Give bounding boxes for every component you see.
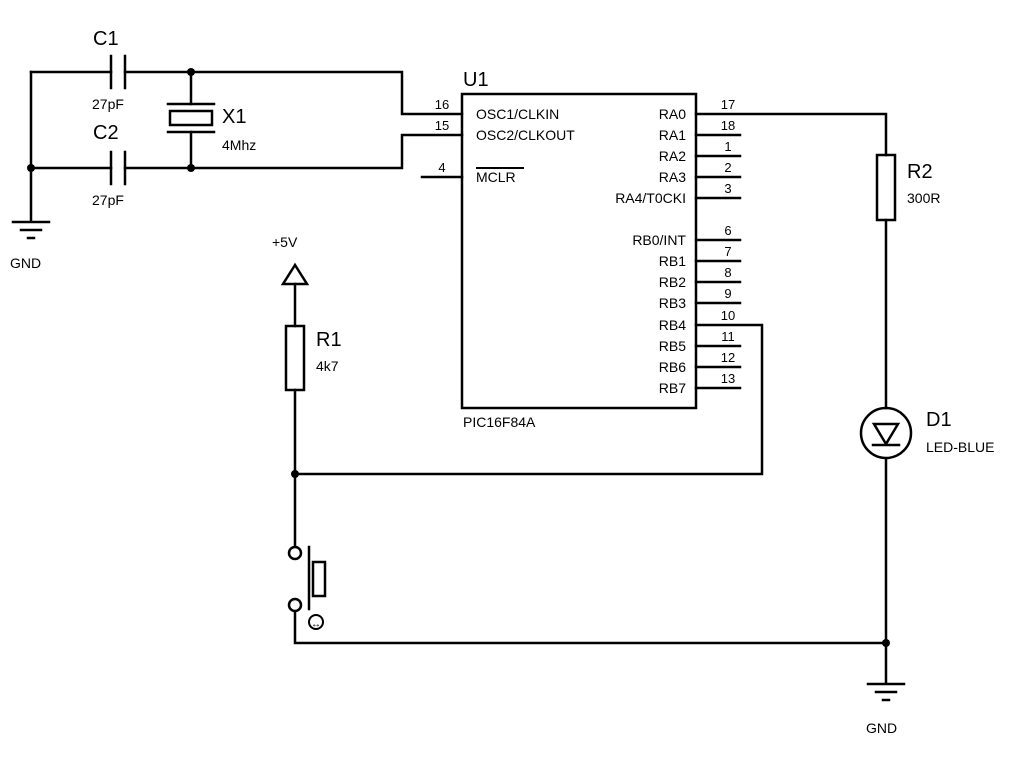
- pin-number-8: 8: [724, 265, 731, 280]
- resistor-r1: R1 4k7: [284, 324, 342, 392]
- d1-ref: D1: [926, 409, 952, 431]
- c2-ref: C2: [93, 122, 119, 144]
- d1-value: LED-BLUE: [926, 439, 994, 455]
- pin-number-9: 9: [724, 286, 731, 301]
- ground-symbol-left: GND: [10, 220, 51, 271]
- pin-label-rb5: RB5: [659, 338, 686, 354]
- pin-label-rb7: RB7: [659, 380, 686, 396]
- pin-number-7: 7: [724, 244, 731, 259]
- pin-label-rb3: RB3: [659, 295, 686, 311]
- push-button[interactable]: ↔: [287, 545, 327, 630]
- x1-value: 4Mhz: [222, 137, 256, 153]
- pin-number-13: 13: [721, 371, 735, 386]
- gnd-left-label: GND: [10, 255, 41, 271]
- pin-label-mclr: MCLR: [476, 169, 516, 185]
- gnd-right-label: GND: [866, 720, 897, 736]
- pin-label-ra0: RA0: [659, 106, 686, 122]
- c1-value: 27pF: [92, 96, 124, 112]
- pin-number-11: 11: [721, 329, 735, 344]
- button-branch-wiring: [291, 282, 888, 645]
- vcc-symbol: +5V: [272, 234, 310, 286]
- resistor-r2: R2 300R: [875, 153, 940, 222]
- pin-number-15: 15: [435, 118, 449, 133]
- pin-label-ra3: RA3: [659, 169, 686, 185]
- c2-value: 27pF: [92, 192, 124, 208]
- pin-number-6: 6: [724, 223, 731, 238]
- led-d1: D1 LED-BLUE: [859, 406, 994, 460]
- c1-ref: C1: [93, 28, 119, 50]
- pin-label-ra1: RA1: [659, 127, 686, 143]
- capacitor-c2: C2 27pF: [92, 122, 127, 208]
- pin-number-12: 12: [721, 350, 735, 365]
- pin-number-10: 10: [721, 308, 735, 323]
- pin-number-2: 2: [724, 160, 731, 175]
- crystal-x1: X1 4Mhz: [166, 102, 256, 153]
- pin-label-rb1: RB1: [659, 253, 686, 269]
- pin-number-3: 3: [724, 181, 731, 196]
- oscillator-wiring: [27, 68, 464, 222]
- r2-ref: R2: [907, 161, 933, 183]
- led-branch-wiring: [694, 112, 890, 684]
- r1-ref: R1: [316, 329, 342, 351]
- pin-label-rb0-int: RB0/INT: [632, 232, 686, 248]
- pin-label-rb6: RB6: [659, 359, 686, 375]
- pin-label-rb4: RB4: [659, 317, 686, 333]
- pin-number-1: 1: [724, 139, 731, 154]
- pin-label-osc1-clkin: OSC1/CLKIN: [476, 106, 559, 122]
- pin-number-18: 18: [721, 118, 735, 133]
- x1-ref: X1: [222, 106, 246, 128]
- u1-ref: U1: [463, 69, 489, 91]
- button-action-icon: ↔: [311, 619, 321, 630]
- microcontroller-u1: U1 PIC16F84A OSC1/CLKIN16OSC2/CLKOUT15MC…: [435, 69, 742, 430]
- pin-label-rb2: RB2: [659, 274, 686, 290]
- u1-part: PIC16F84A: [463, 414, 536, 430]
- r1-value: 4k7: [316, 358, 339, 374]
- capacitor-c1: C1 27pF: [92, 28, 127, 112]
- pin-label-ra2: RA2: [659, 148, 686, 164]
- pin-number-4: 4: [438, 160, 445, 175]
- pin-number-16: 16: [435, 97, 449, 112]
- r2-value: 300R: [907, 190, 940, 206]
- ground-symbol-right: GND: [866, 682, 906, 736]
- pin-label-osc2-clkout: OSC2/CLKOUT: [476, 127, 575, 143]
- pin-label-ra4-t0cki: RA4/T0CKI: [615, 190, 686, 206]
- vcc-label: +5V: [272, 234, 298, 250]
- pin-number-17: 17: [721, 97, 735, 112]
